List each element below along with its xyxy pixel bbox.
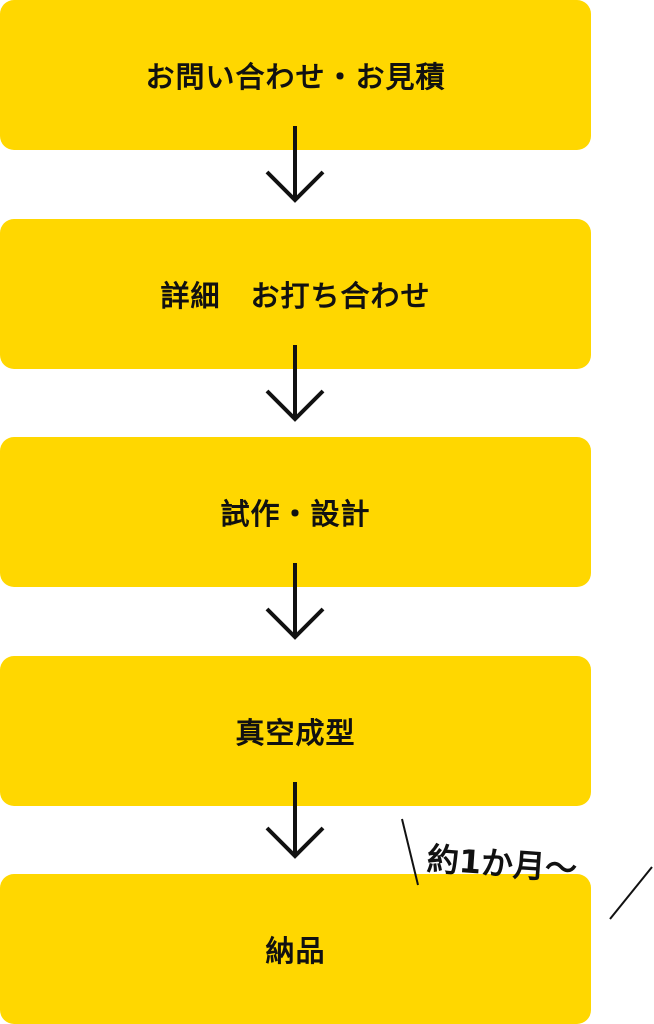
arrow-down-icon [263, 780, 327, 860]
arrow-down-icon [263, 561, 327, 641]
step-detail-meeting: 詳細 お打ち合わせ [0, 219, 591, 369]
step-label: 詳細 お打ち合わせ [160, 279, 431, 313]
arrow-down-icon [263, 343, 327, 423]
step-delivery: 納品 [0, 874, 591, 1024]
step-prototype-design: 試作・設計 [0, 437, 591, 587]
arrow-down-icon [263, 124, 327, 204]
step-label: 試作・設計 [220, 497, 371, 531]
step-vacuum-forming: 真空成型 [0, 656, 591, 806]
step-label: 真空成型 [235, 716, 356, 750]
step-label: 納品 [265, 934, 326, 968]
step-inquiry-estimate: お問い合わせ・お見積 [0, 0, 591, 150]
emphasis-lines-icon [401, 818, 653, 920]
duration-note: 約1か月〜 [395, 815, 654, 925]
step-label: お問い合わせ・お見積 [145, 60, 446, 94]
